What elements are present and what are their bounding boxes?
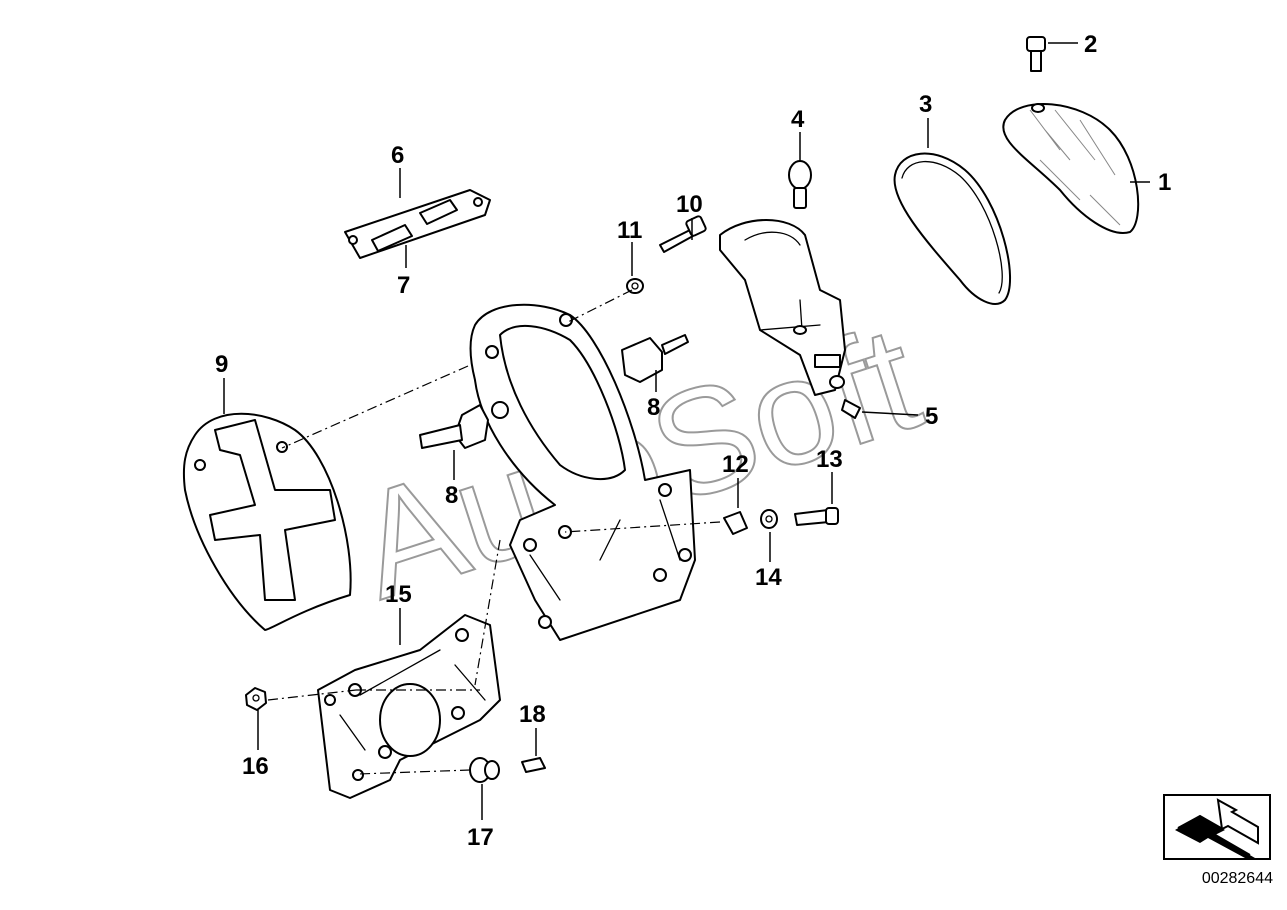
callout-8-upper: 8 bbox=[647, 394, 660, 421]
part-3-gasket[interactable] bbox=[893, 152, 1012, 305]
leader-lines bbox=[223, 42, 1150, 820]
part-4-bulb[interactable] bbox=[788, 160, 812, 209]
reference-number: 00282644 bbox=[1201, 870, 1273, 887]
callout-18: 18 bbox=[519, 701, 546, 728]
part-1-lens[interactable] bbox=[1002, 103, 1140, 234]
callout-2: 2 bbox=[1084, 31, 1097, 58]
part-6-bracket[interactable] bbox=[344, 189, 491, 259]
main-housing[interactable] bbox=[469, 303, 696, 641]
callout-12: 12 bbox=[722, 451, 749, 478]
bulb-holder[interactable] bbox=[719, 219, 846, 396]
callout-8-lower: 8 bbox=[445, 482, 458, 509]
part-12-sleeve[interactable] bbox=[723, 511, 748, 535]
part-17-grommet[interactable] bbox=[469, 757, 500, 783]
part-9-gasket-plate[interactable] bbox=[182, 412, 352, 631]
part-2-screw[interactable] bbox=[1026, 36, 1046, 72]
callout-15: 15 bbox=[385, 581, 412, 608]
callout-11: 11 bbox=[617, 217, 642, 244]
callout-5: 5 bbox=[925, 403, 938, 430]
part-14-washer[interactable] bbox=[760, 509, 778, 529]
part-18-pin[interactable] bbox=[521, 757, 546, 773]
callout-14: 14 bbox=[755, 564, 782, 591]
callout-6: 6 bbox=[391, 142, 404, 169]
callout-7: 7 bbox=[397, 272, 410, 299]
callout-4: 4 bbox=[791, 106, 805, 133]
callouts: 1 2 3 4 5 6 7 8 8 9 10 11 12 13 14 15 16… bbox=[215, 31, 1171, 851]
part-11-washer[interactable] bbox=[626, 278, 644, 294]
assembly-lines bbox=[267, 289, 721, 775]
callout-13: 13 bbox=[816, 446, 843, 473]
callout-9: 9 bbox=[215, 351, 228, 378]
callout-1: 1 bbox=[1158, 169, 1171, 196]
callout-3: 3 bbox=[919, 91, 932, 118]
part-8-mount-upper[interactable] bbox=[621, 334, 689, 383]
part-15-mounting-plate[interactable] bbox=[317, 614, 501, 799]
callout-16: 16 bbox=[242, 753, 269, 780]
part-16-nut[interactable] bbox=[245, 687, 267, 711]
part-8-mount-lower[interactable] bbox=[419, 404, 489, 449]
part-13-bolt[interactable] bbox=[794, 507, 839, 526]
part-10-bolt[interactable] bbox=[659, 215, 707, 253]
part-7-studs[interactable] bbox=[371, 199, 458, 252]
callout-10: 10 bbox=[676, 191, 703, 218]
part-5-connector[interactable] bbox=[829, 375, 861, 419]
arrow-icon[interactable] bbox=[1163, 794, 1271, 860]
callout-17: 17 bbox=[467, 824, 494, 851]
